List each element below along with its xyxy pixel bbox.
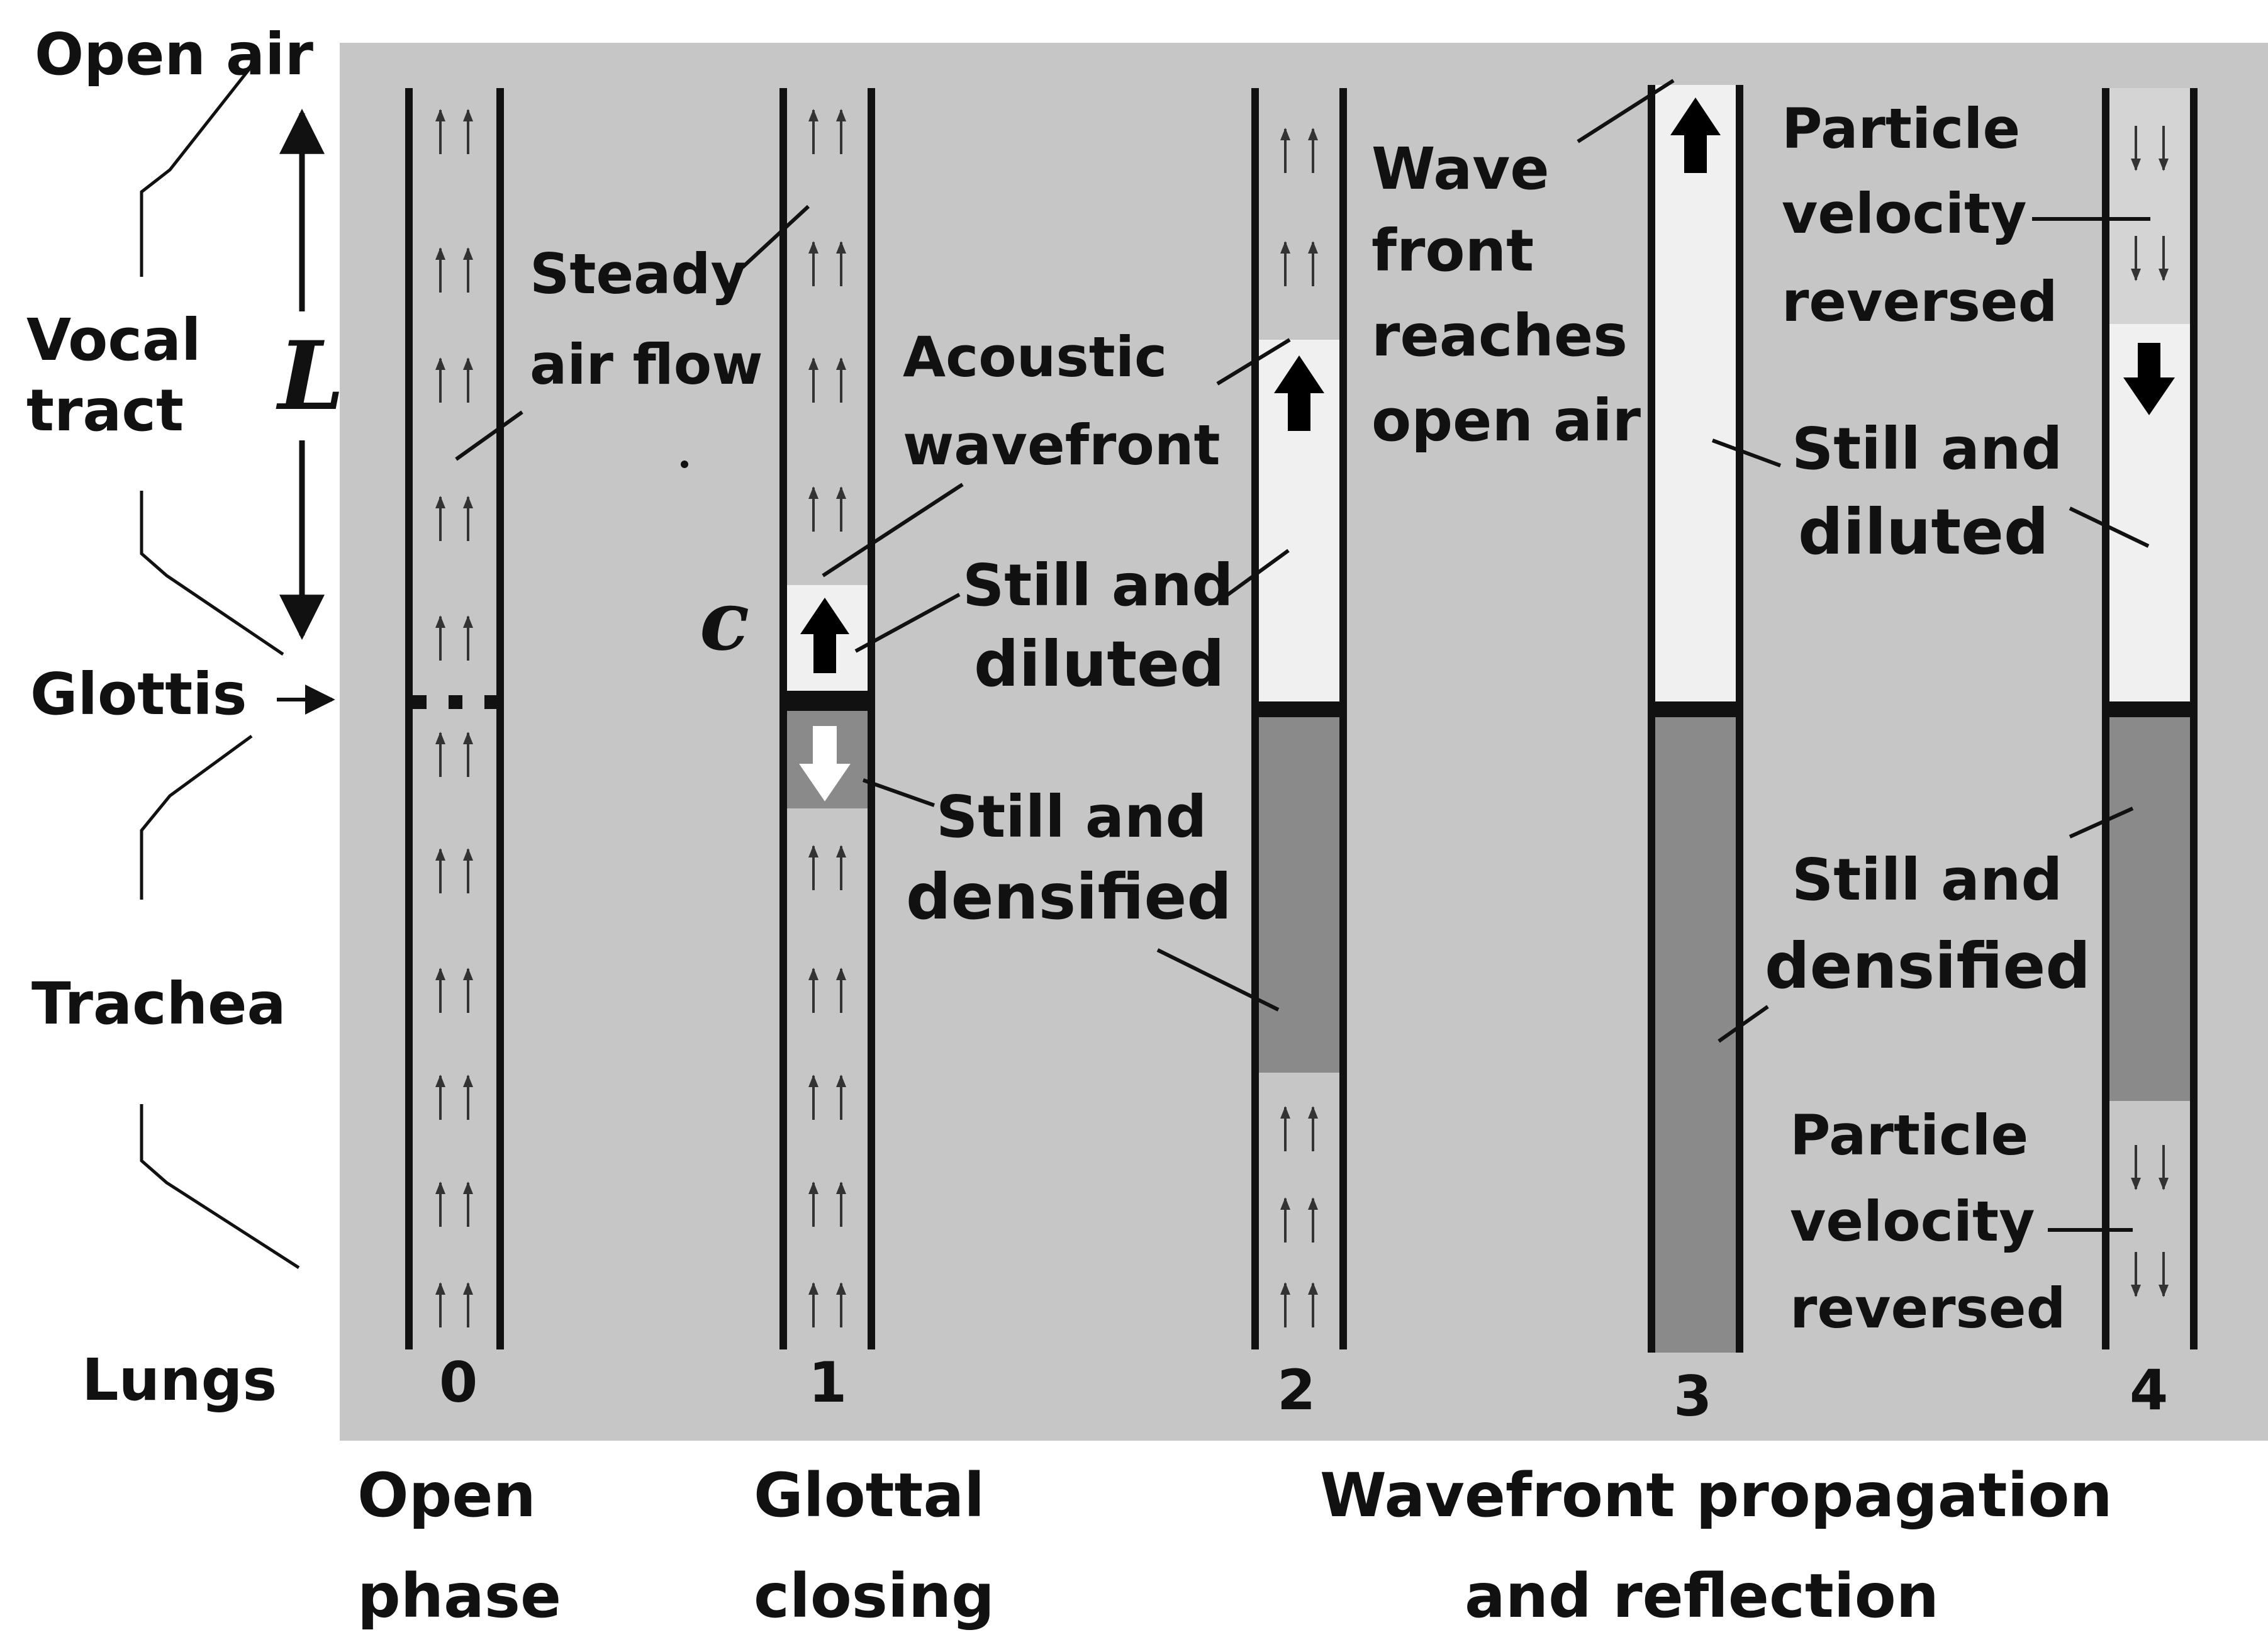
wavefront-arrow-icon [2123,343,2175,415]
annotation-particle-bottom: Particle [1790,1103,2028,1168]
leader-still-diluted-1 [854,593,961,653]
length-symbol: L [276,321,344,432]
annotation-still-and-1: Still and [963,552,1233,619]
annotation-velocity-bottom: velocity [1790,1189,2035,1254]
annotation-diluted-4: diluted [1798,495,2049,569]
tube-number-0: 0 [439,1350,478,1415]
annotation-open-air: open air [1371,387,1641,454]
leader-lines [455,79,2150,1232]
bracket-trachea-top [140,734,253,900]
left-labels: Open air Vocal tract Glottis Trachea Lun… [26,21,314,1414]
annotation-air-flow: air flow [530,332,763,397]
phase-and-reflection: and reflection [1465,1561,1939,1631]
annotation-diluted-1: diluted [974,627,1225,701]
glottis-open-stub-mid [449,695,462,709]
glottis-open-stub-left [409,695,427,709]
flow-arrows [435,109,2169,1327]
annotation-densified-1: densified [906,860,1232,934]
bracket-vocal-bottom [140,491,284,656]
stray-dot [681,461,688,468]
bracket-trachea-bottom [140,1104,300,1270]
annotation-reversed-bottom: reversed [1790,1276,2066,1341]
phase-phase: phase [357,1561,561,1631]
leader-densified-4 [2069,807,2134,839]
label-tract: tract [26,377,184,444]
label-open-air: Open air [35,21,314,88]
leader-densified-2 [1156,948,1280,1012]
wavefront-arrow-icon [1670,98,1721,173]
leader-diluted-3 [1711,438,1782,467]
tube-number-3: 3 [1673,1364,1712,1429]
leader-still-densified-1 [862,778,936,807]
leader-wavefront-2 [1216,338,1291,386]
leader-densified-3 [1718,1005,1769,1043]
tube-numbers: 0 1 2 3 4 [439,1350,2168,1429]
leader-steady-flow [455,410,523,461]
wavefront-arrow-icon [799,726,851,801]
wavefront-arrow-icon [800,598,849,673]
leader-steady-flow-2 [740,204,810,269]
glottis-closed-2 [1258,701,1340,717]
label-trachea: Trachea [31,970,286,1037]
phase-closing: closing [754,1561,995,1631]
glottis-closed-4 [2109,701,2191,717]
annotation-still-and-densified-4: Still and [1792,846,2062,913]
annotation-still-and-4: Still and [1792,415,2062,483]
leader-diluted-2 [1222,549,1290,600]
annotation-wavefront: wavefront [903,413,1221,478]
annotation-still-and-densified: Still and [936,783,1207,851]
region-brackets [140,65,300,1270]
annotation-steady: Steady [530,242,747,306]
region-fills [786,85,2191,1353]
diluted-region-3 [1655,85,1736,701]
tube-number-2: 2 [1277,1358,1316,1422]
annotation-densified-4: densified [1765,929,2091,1003]
label-vocal: Vocal [26,306,201,374]
densified-region-3 [1655,717,1736,1353]
annotation-velocity-top: velocity [1782,181,2026,246]
annotation-wave: Wave [1371,135,1550,203]
glottis-closed-1 [786,691,868,711]
tube-walls [405,85,2198,1353]
phase-labels: Open phase Glottal closing Wavefront pro… [357,1460,2113,1631]
leader-diluted-4 [2069,506,2150,548]
phase-wavefront-propagation: Wavefront propagation [1320,1460,2113,1531]
wavefront-arrow-icon [1274,355,1324,431]
densified-region-2 [1258,717,1340,1073]
phase-glottal: Glottal [754,1460,985,1531]
bracket-vocal-top [140,65,253,277]
label-glottis: Glottis [30,661,247,728]
tube-number-4: 4 [2130,1358,2168,1422]
tube-number-1: 1 [808,1350,847,1415]
glottis-closed-3 [1655,701,1736,717]
annotation-reaches: reaches [1371,302,1628,369]
annotation-acoustic: Acoustic [903,325,1167,389]
annotation-reversed-top: reversed [1782,269,2058,334]
phase-open: Open [357,1460,536,1531]
annotation-particle-top: Particle [1782,96,2020,161]
wavefront-arrows [799,98,2175,801]
reversed-region-4-top [2109,88,2191,324]
annotation-front: front [1371,217,1534,284]
densified-region-4 [2109,717,2191,1101]
speed-symbol: c [700,572,749,669]
label-lungs: Lungs [82,1346,277,1414]
annotations: Steady air flow Acoustic wavefront c Sti… [530,96,2091,1341]
leader-wave-reaches [1577,79,1675,143]
leader-wavefront-1 [822,483,964,578]
